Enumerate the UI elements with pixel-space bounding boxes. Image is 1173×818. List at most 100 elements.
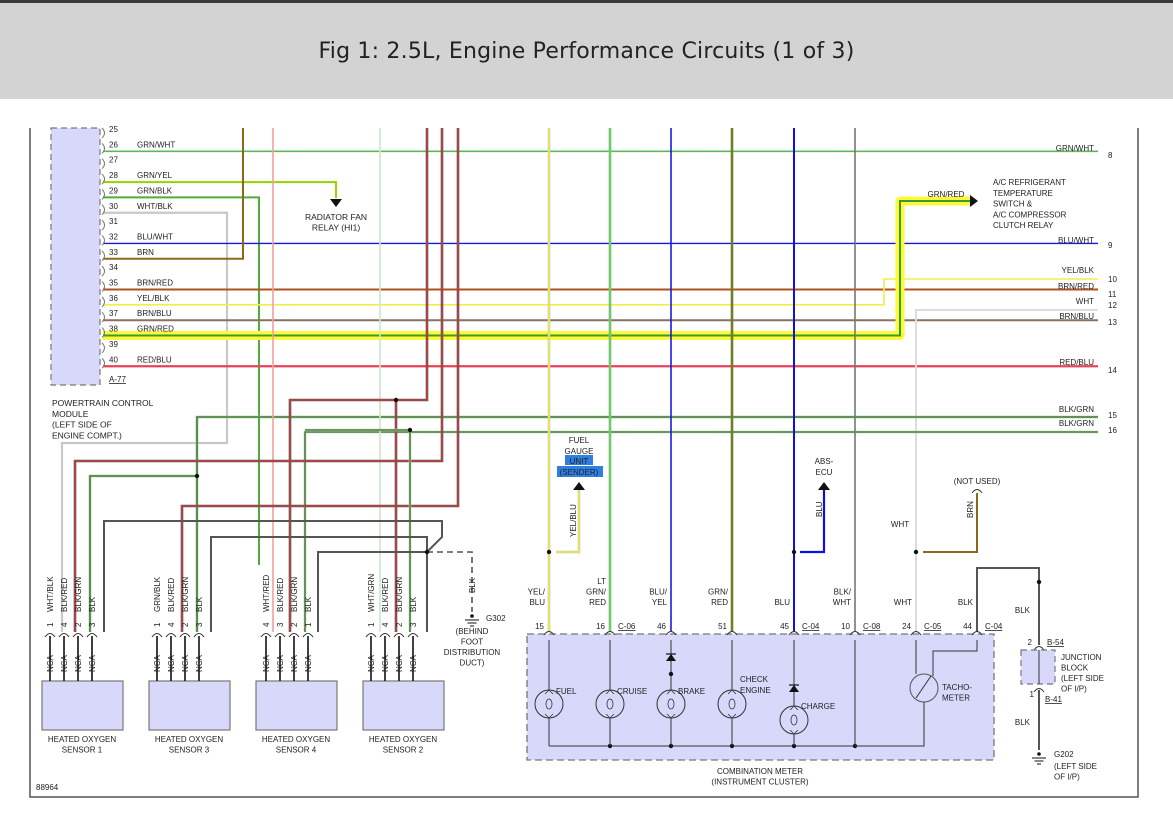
wire-blu-abs	[800, 490, 826, 554]
fuel-lamp-bulb-marks	[544, 689, 554, 719]
pcm-pin-number: 26	[109, 140, 118, 149]
wire-blk-red-sensor1	[74, 128, 443, 632]
ac-relay-label-line: CLUTCH RELAY	[993, 221, 1054, 230]
sensor-connector-arc	[407, 633, 419, 638]
meter-pin-number: 15	[535, 622, 544, 631]
sensor-pin-number: 3	[276, 622, 285, 627]
meter-pin-number: 51	[718, 622, 727, 631]
meter-pin-number: 46	[657, 622, 666, 631]
sensor-wire-label: BLK/GRN	[74, 577, 83, 612]
pcm-pin-number: 25	[109, 125, 118, 134]
junction-block-box	[1020, 649, 1056, 685]
right-edge-wire-label: BRN/RED	[1058, 282, 1094, 291]
sensor-connector-arc	[86, 633, 98, 638]
meter-terminal-arc	[665, 631, 677, 636]
right-edge-ref-number: 11	[1108, 290, 1117, 299]
sensor-nca-label: NCA	[395, 654, 404, 672]
wire-blk-g302	[427, 551, 473, 612]
wire-blk-grn-15	[196, 416, 1098, 632]
sensor-connector-arc	[302, 633, 314, 638]
right-edge-wire-label: WHT	[1076, 297, 1094, 306]
meter-pin-number: 45	[780, 622, 789, 631]
sensor-pin-number: 2	[395, 622, 404, 627]
check-engine-lamp-bulb-marks	[727, 689, 737, 719]
wire-blk-red-sensor4-tracer	[288, 128, 429, 632]
sensor-wire-label: BLK/RED	[276, 578, 285, 612]
right-edge-ref-number: 16	[1108, 426, 1117, 435]
right-edge-ref-number: 15	[1108, 411, 1117, 420]
tacho-ground-lead	[855, 702, 925, 747]
junction-block-label-line: JUNCTION	[1061, 653, 1102, 662]
wire-grn-yel-28	[103, 181, 337, 198]
tachometer-label-line: METER	[942, 694, 970, 703]
oxygen-sensor-box	[255, 680, 338, 731]
tacho-signal-lead	[932, 640, 978, 676]
wht-mid-wire-label: WHT	[891, 520, 909, 529]
lamp-label-engine: ENGINE	[740, 686, 771, 695]
meter-wire-label: LT	[597, 577, 606, 586]
wire-blk-grn-16	[304, 431, 1098, 632]
splice-blk-junction	[1036, 579, 1042, 585]
figure-id: 88964	[36, 783, 59, 792]
meter-wire-label: BLU	[774, 598, 790, 607]
meter-wire-label: YEL	[652, 598, 668, 607]
g202-id: G202	[1054, 750, 1074, 759]
sensor-wire-label: BLK	[409, 596, 418, 612]
sensor-pin-number: 4	[60, 622, 69, 627]
sensor-pin-number: 2	[74, 622, 83, 627]
sensor-nca-label: NCA	[167, 654, 176, 672]
sensor-nca-label: NCA	[46, 654, 55, 672]
pcm-pin-number: 30	[109, 202, 118, 211]
meter-connector-id: C-04	[985, 622, 1003, 631]
sensor-wire-label: BLK/GRN	[181, 577, 190, 612]
pcm-pin-arc	[101, 189, 105, 200]
sensor-wire-label: WHT/GRN	[367, 574, 376, 612]
junction-wire-label-lower: BLK	[1015, 718, 1031, 727]
tachometer-needle	[915, 675, 932, 699]
meter-terminal-arc	[604, 631, 616, 636]
pcm-pin-arc	[101, 265, 105, 277]
sensor-wire-label: BLK/RED	[381, 578, 390, 612]
fuel-gauge-label-line: GAUGE	[565, 447, 594, 456]
right-edge-wire-label: BLK/GRN	[1059, 419, 1094, 428]
abs-arrow-icon	[818, 482, 830, 490]
pcm-pin-wire-label: GRN/WHT	[137, 140, 175, 149]
g302-wire-label: BLK	[468, 577, 477, 593]
pcm-pin-wire-label: BRN	[137, 248, 154, 257]
wire-wht-blk-30	[60, 211, 229, 632]
cruise-lamp-bulb-marks	[605, 689, 615, 719]
right-edge-wire-label: BLU/WHT	[1058, 236, 1094, 245]
pcm-pin-wire-label: YEL/BLK	[137, 294, 170, 303]
pcm-pin-wire-label: GRN/YEL	[137, 171, 173, 180]
meter-terminal-arc	[543, 631, 555, 636]
sensor-nca-label: NCA	[153, 654, 162, 672]
sensor-connector-arc	[288, 633, 300, 638]
pcm-pin-arc	[101, 127, 105, 139]
window-top-border	[0, 0, 1173, 3]
sensor-pin-number: 3	[88, 622, 97, 627]
junction-block-label-line: BLOCK	[1061, 664, 1089, 673]
not-used-connector-arc	[971, 489, 983, 494]
meter-wire-label: BLK/	[834, 588, 852, 597]
pcm-name-line: POWERTRAIN CONTROL	[52, 398, 154, 408]
sensor-wire-label: BLK/RED	[167, 578, 176, 612]
radiator-fan-relay-label-line: RELAY (HI1)	[312, 223, 361, 233]
right-edge-wire-label: GRN/WHT	[1056, 144, 1094, 153]
wire-blk-grn-sensor1	[89, 475, 197, 632]
sensor-pin-number: 3	[195, 622, 204, 627]
sensor-pin-number: 1	[304, 622, 313, 627]
sensor-wire-label: BLK	[88, 596, 97, 612]
brake-diode-icon	[666, 654, 676, 661]
lamp-label-brake: BRAKE	[678, 687, 705, 696]
sensor-nca-label: NCA	[290, 654, 299, 672]
pcm-pin-number: 28	[109, 171, 118, 180]
not-used-label: (NOT USED)	[954, 477, 1001, 486]
oxygen-sensor-name-line: HEATED OXYGEN	[155, 735, 224, 744]
lamp-label-cruise: CRUISE	[617, 687, 647, 696]
splice-wht	[913, 549, 919, 555]
splice-blk-grn-15	[194, 473, 200, 479]
pcm-pin-wire-label: BRN/RED	[137, 279, 173, 288]
oxygen-sensor-name-line: HEATED OXYGEN	[262, 735, 331, 744]
check-engine-lamp-filament	[728, 698, 736, 710]
